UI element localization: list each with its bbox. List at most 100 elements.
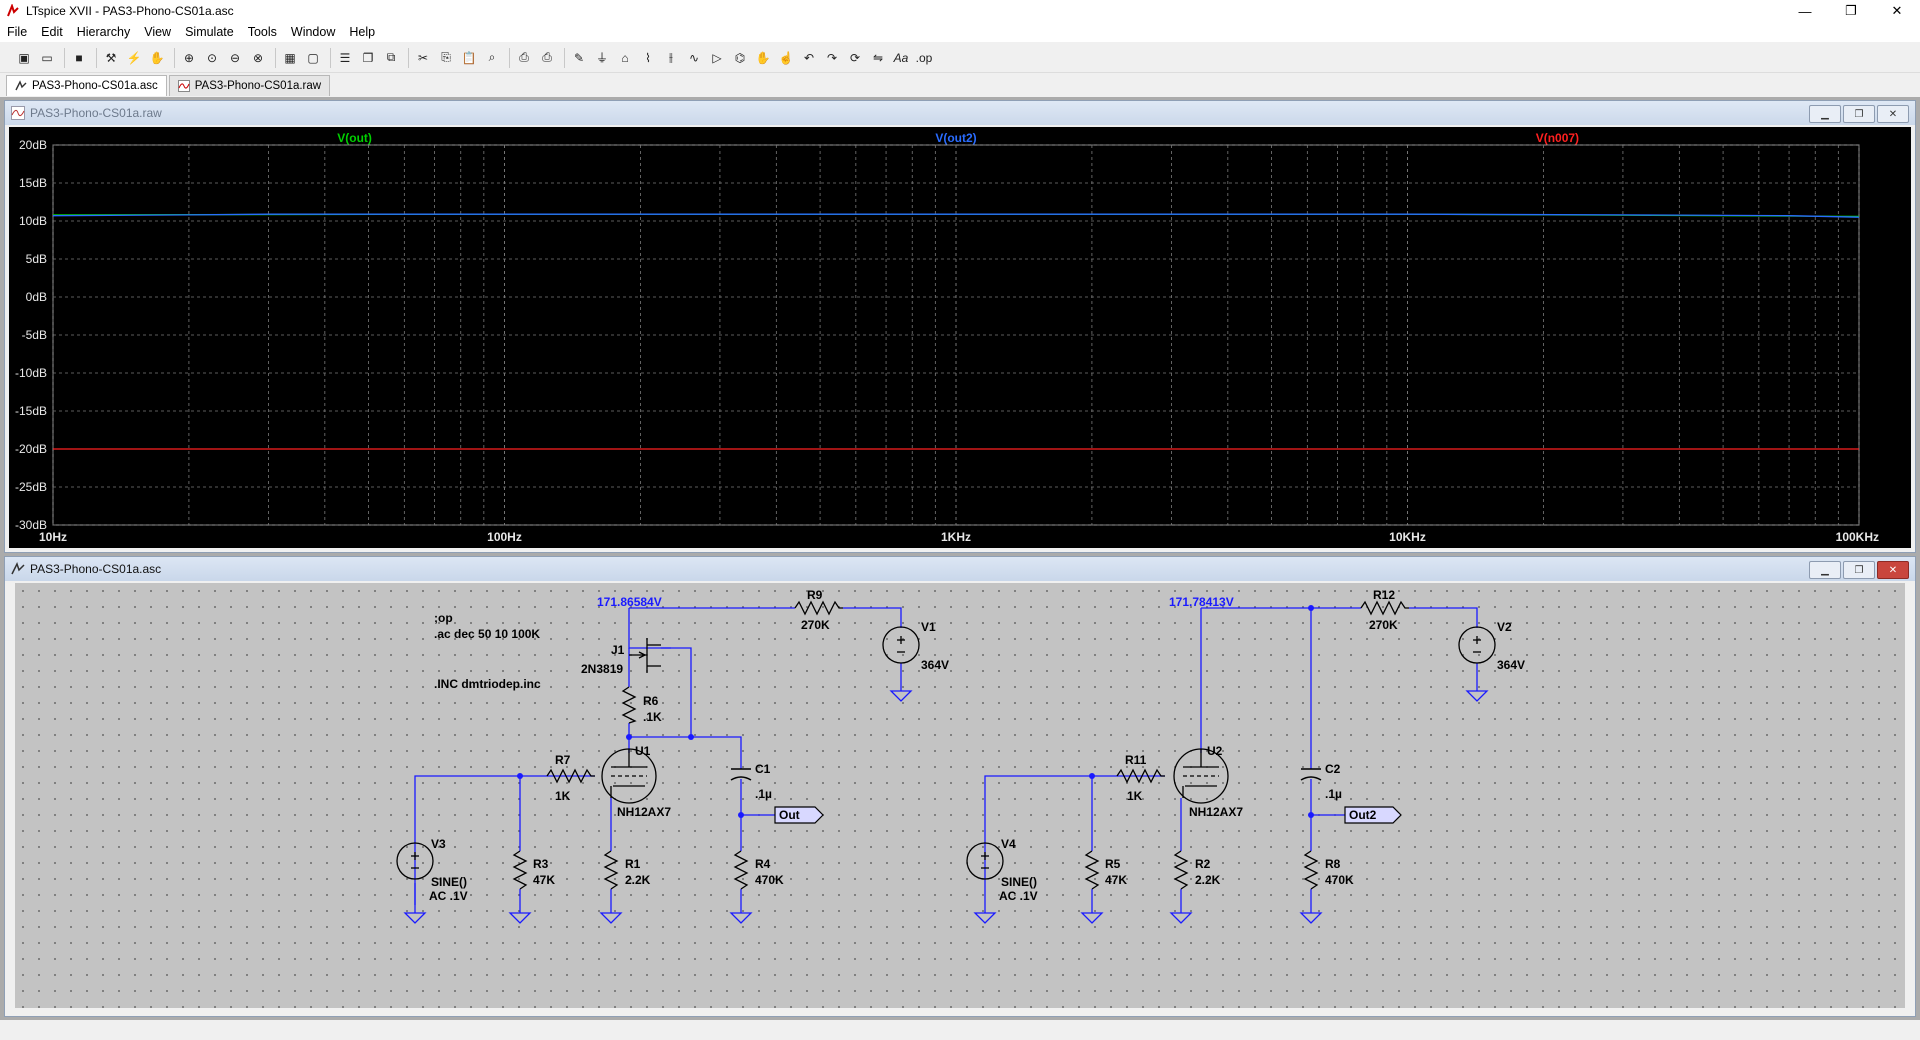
diode-icon[interactable]: ▷ (712, 50, 722, 65)
component-name: R3 (533, 857, 549, 871)
drag-icon[interactable]: ☝ (778, 50, 794, 65)
resistor-r1 (603, 850, 619, 890)
halt-icon[interactable]: ✋ (149, 50, 165, 65)
trace-vout2[interactable] (52, 213, 1860, 218)
find-icon[interactable]: ⌕ (488, 50, 496, 64)
save-icon[interactable]: ■ (75, 50, 83, 65)
paste-icon[interactable]: 📋 (461, 50, 477, 65)
minimize-button[interactable]: ▁ (1809, 105, 1841, 123)
inductor-icon[interactable]: ∿ (688, 50, 700, 65)
resistor-r5 (1084, 850, 1100, 890)
jfet-j1 (629, 638, 661, 673)
schematic-canvas[interactable]: ;op .ac dec 50 10 100K .INC dmtriodep.in… (15, 583, 1905, 1008)
spice-directive-ac[interactable]: .ac dec 50 10 100K (434, 627, 540, 641)
redo-icon[interactable]: ↷ (826, 50, 838, 65)
minimize-button[interactable]: ▁ (1809, 561, 1841, 579)
title-bar: LTspice XVII - PAS3-Phono-CS01a.asc — ❐ … (0, 0, 1920, 22)
undo-icon[interactable]: ↶ (803, 50, 815, 65)
tab-waveform[interactable]: PAS3-Phono-CS01a.raw (168, 75, 331, 96)
menu-tools[interactable]: Tools (247, 25, 277, 39)
waveform-window-title: PAS3-Phono-CS01a.raw (30, 106, 162, 120)
menu-view[interactable]: View (144, 25, 172, 39)
component-value: 364V (1497, 658, 1525, 672)
zoom-out-icon[interactable]: ⊖ (229, 50, 241, 65)
run-icon[interactable]: ⚡ (126, 50, 142, 65)
autorange-icon[interactable]: ▦ (284, 50, 296, 65)
resistor-r8 (1303, 850, 1319, 890)
status-bar (0, 1020, 1920, 1040)
legend-item[interactable]: V(n007) (1536, 131, 1579, 145)
toolbar-divider (174, 47, 175, 68)
zoom-fit-icon[interactable]: ⊗ (252, 50, 264, 65)
y-tick-label: -15dB (15, 404, 47, 418)
x-tick-label: 1KHz (941, 530, 971, 544)
open-icon[interactable]: ▭ (41, 50, 53, 65)
print-icon[interactable]: ⎙ (542, 50, 552, 64)
rotate-icon[interactable]: ⟳ (849, 50, 861, 65)
resistor-icon[interactable]: ⌇ (645, 50, 651, 65)
component-name: R1 (625, 857, 641, 871)
y-tick-label: -20dB (15, 442, 47, 456)
plot-grid (52, 144, 1860, 526)
tab-schematic[interactable]: PAS3-Phono-CS01a.asc (6, 75, 167, 96)
component-name: V3 (431, 837, 446, 851)
schematic-window-title: PAS3-Phono-CS01a.asc (30, 562, 162, 576)
print-preview-icon[interactable]: ⎙ (519, 50, 529, 64)
toolbar-divider (509, 47, 510, 68)
text-icon[interactable]: Aa (893, 50, 909, 65)
bode-plot[interactable]: 20dB15dB10dB5dB0dB-5dB-10dB-15dB-20dB-25… (9, 127, 1909, 546)
control-panel-icon[interactable]: ⚒ (105, 50, 117, 65)
net-label-out[interactable]: Out (779, 808, 800, 822)
menu-simulate[interactable]: Simulate (185, 25, 234, 39)
cut-icon[interactable]: ✂ (417, 50, 429, 65)
tab-label: PAS3-Phono-CS01a.asc (32, 80, 158, 92)
toolbar-divider (275, 47, 276, 68)
tile-vertical-icon[interactable]: ⧉ (386, 50, 396, 64)
component-value: 2N3819 (581, 662, 623, 676)
mirror-icon[interactable]: ⇋ (872, 50, 884, 65)
component-value: 270K (801, 618, 830, 632)
component-name: U2 (1207, 744, 1223, 758)
spice-directive-icon[interactable]: .op (915, 50, 933, 65)
maximize-button[interactable]: ❐ (1845, 3, 1857, 18)
component-name: R9 (807, 588, 823, 602)
menu-file[interactable]: File (7, 25, 28, 39)
waveform-window-titlebar[interactable]: PAS3-Phono-CS01a.raw ▁ ❐ ✕ (5, 101, 1915, 125)
ground-icon[interactable]: ⏚ (595, 51, 608, 65)
capacitor-icon[interactable]: ⫲ (669, 50, 673, 64)
restore-button[interactable]: ❐ (1843, 561, 1875, 579)
label-net-icon[interactable]: ⌂ (621, 50, 629, 65)
close-button[interactable]: ✕ (1877, 105, 1909, 123)
new-schematic-icon[interactable]: ▣ (18, 50, 30, 65)
schematic-drawing[interactable]: ;op .ac dec 50 10 100K .INC dmtriodep.in… (15, 583, 1905, 1008)
spice-directive-op[interactable]: ;op (434, 611, 453, 625)
zoom-pan-icon[interactable]: ⊙ (206, 50, 218, 65)
cascade-icon[interactable]: ❐ (362, 50, 374, 65)
wire-icon[interactable]: ✎ (573, 50, 585, 65)
menu-window[interactable]: Window (290, 25, 336, 39)
schematic-window-controls: ▁ ❐ ✕ (1807, 561, 1909, 579)
component-icon[interactable]: ⌬ (734, 50, 746, 65)
y-tick-label: -10dB (15, 366, 47, 380)
y-tick-label: 15dB (19, 176, 47, 190)
net-label-out2[interactable]: Out2 (1349, 808, 1377, 822)
mark-unconnected-icon[interactable]: ▢ (307, 50, 319, 65)
menu-help[interactable]: Help (349, 25, 376, 39)
minimize-button[interactable]: — (1798, 3, 1812, 19)
schematic-window-titlebar[interactable]: PAS3-Phono-CS01a.asc ▁ ❐ ✕ (5, 557, 1915, 581)
close-button[interactable]: ✕ (1877, 561, 1909, 579)
move-icon[interactable]: ✋ (755, 50, 771, 65)
spice-directive-include[interactable]: .INC dmtriodep.inc (434, 677, 541, 691)
restore-button[interactable]: ❐ (1843, 105, 1875, 123)
copy-icon[interactable]: ⎘ (441, 50, 451, 64)
legend-item[interactable]: V(out2) (935, 131, 976, 145)
menu-edit[interactable]: Edit (41, 25, 63, 39)
zoom-in-icon[interactable]: ⊕ (183, 50, 195, 65)
tile-horizontal-icon[interactable]: ☰ (339, 50, 351, 65)
legend-item[interactable]: V(out) (337, 131, 372, 145)
close-button[interactable]: ✕ (1891, 3, 1903, 18)
resistor-r6 (621, 686, 637, 724)
waveform-icon (177, 80, 190, 92)
menu-hierarchy[interactable]: Hierarchy (76, 25, 131, 39)
